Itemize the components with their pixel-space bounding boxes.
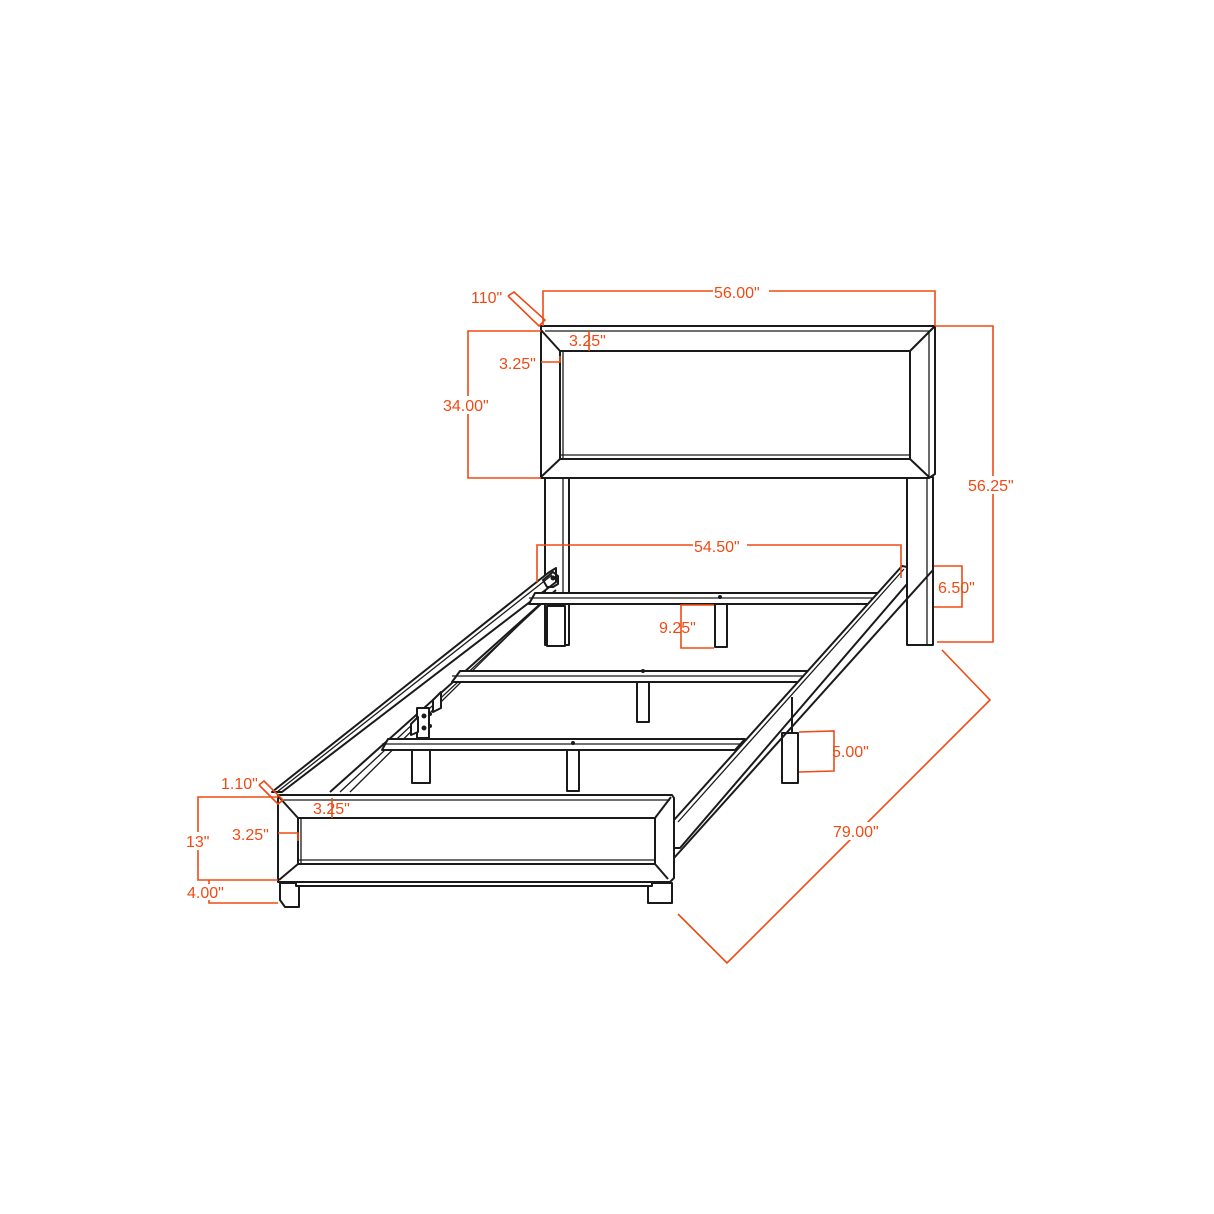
right-side-rail xyxy=(673,565,934,859)
label-headboard-bevel: 110" xyxy=(471,290,502,307)
headboard-inset xyxy=(559,350,911,460)
headboard-panel xyxy=(540,325,936,479)
slat-center-leg xyxy=(714,602,728,648)
label-headboard-top-frame: 3.25" xyxy=(569,333,606,350)
slat-center-leg xyxy=(636,679,650,723)
right-rail-board xyxy=(673,565,908,849)
label-headboard-width: 56.00" xyxy=(714,285,760,302)
label-footboard-height: 13" xyxy=(186,834,209,851)
headboard-right-post xyxy=(906,476,934,646)
left-side-rail xyxy=(271,567,559,793)
label-inner-width: 54.50" xyxy=(694,539,740,556)
label-rail-leg-height: 5.00" xyxy=(832,744,869,761)
label-footboard-bevel: 1.10" xyxy=(221,776,258,793)
label-headboard-panel-height: 34.00" xyxy=(443,398,489,415)
label-footboard-side-frame: 3.25" xyxy=(232,827,269,844)
label-footboard-top-frame: 3.25" xyxy=(313,801,350,818)
rail-support-leg xyxy=(781,732,799,784)
label-rail-height: 6.50" xyxy=(938,580,975,597)
label-slat-leg-height: 9.25" xyxy=(659,620,696,637)
label-headboard-side-frame: 3.25" xyxy=(499,356,536,373)
label-overall-height: 56.25" xyxy=(968,478,1014,495)
label-overall-length: 79.00" xyxy=(833,824,879,841)
slat-center-leg xyxy=(566,746,580,792)
slats xyxy=(381,592,898,792)
label-footboard-leg-height: 4.00" xyxy=(187,885,224,902)
rail-bracket-icon xyxy=(542,571,559,588)
dimension-labels: 56.00" 110" 3.25" 3.25" 34.00" 56.25" 54… xyxy=(185,284,1021,902)
